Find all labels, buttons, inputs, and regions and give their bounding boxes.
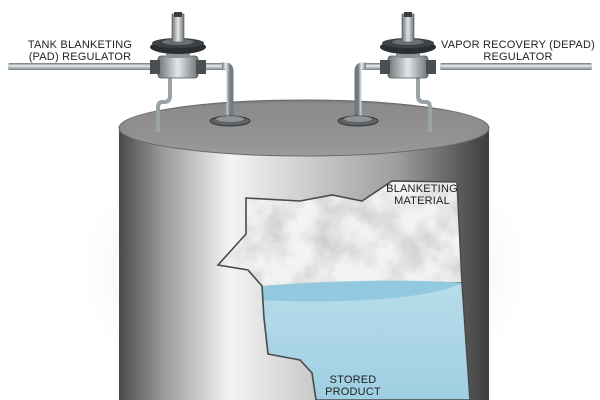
pad-regulator-label-line1: TANK BLANKETING (27, 39, 133, 51)
cutaway-outline (216, 180, 471, 400)
stored-product-label-line2: PRODUCT (325, 386, 381, 398)
depad-sense-line (416, 78, 432, 132)
pad-outlet-pipe (196, 63, 228, 70)
cutaway-view (216, 180, 471, 400)
pressure-regulator-icon (150, 12, 206, 79)
pressure-regulator-icon (380, 12, 436, 79)
pad-regulator-assembly (8, 12, 251, 132)
liquid-surface (262, 280, 462, 302)
pad-drop-pipe (222, 62, 234, 122)
depad-regulator-label-line1: VAPOR RECOVERY (DEPAD) (441, 39, 595, 51)
blanketing-material-label-line2: MATERIAL (394, 195, 450, 207)
depad-inlet-pipe (360, 63, 390, 70)
stored-product-liquid (262, 281, 470, 400)
pad-supply-pipe (8, 63, 160, 70)
pad-regulator-label: TANK BLANKETING (PAD) REGULATOR (10, 39, 150, 63)
tank-roof-highlight (124, 102, 484, 146)
depad-regulator-assembly (337, 12, 592, 132)
pad-sense-line (156, 78, 172, 132)
stored-product-label: STORED PRODUCT (320, 374, 386, 398)
pad-roof-flange-top (216, 116, 244, 122)
depad-roof-flange-top (344, 116, 372, 122)
depad-regulator-label-line2: REGULATOR (483, 51, 553, 63)
depad-drop-pipe (354, 62, 366, 122)
depad-regulator-label: VAPOR RECOVERY (DEPAD) REGULATOR (440, 39, 596, 63)
blanketing-material-label: BLANKETING MATERIAL (380, 183, 464, 207)
blanketing-material-label-line1: BLANKETING (386, 183, 458, 195)
stored-product-label-line1: STORED (329, 374, 377, 386)
pad-regulator-label-line2: (PAD) REGULATOR (28, 51, 132, 63)
depad-vent-pipe (440, 63, 592, 70)
